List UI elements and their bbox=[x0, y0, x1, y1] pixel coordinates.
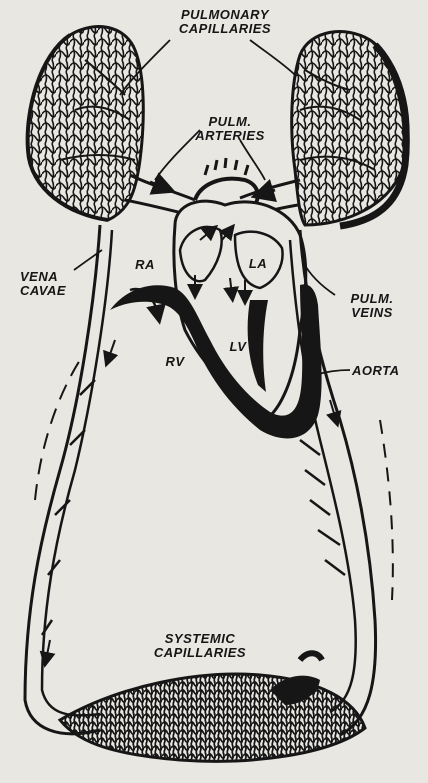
label-pulmonary-capillaries-line2: CAPILLARIES bbox=[150, 22, 300, 36]
label-systemic-capillaries-line2: CAPILLARIES bbox=[125, 646, 275, 660]
label-systemic-capillaries: SYSTEMIC CAPILLARIES bbox=[125, 632, 275, 660]
label-vena-cavae: VENA CAVAE bbox=[20, 270, 100, 298]
systemic-capillary-bed bbox=[60, 653, 365, 761]
label-lv: LV bbox=[218, 340, 258, 354]
label-pulm-veins-line2: VEINS bbox=[332, 306, 412, 320]
label-la: LA bbox=[238, 257, 278, 271]
label-vena-cavae-line2: CAVAE bbox=[20, 284, 100, 298]
label-pulm-veins: PULM. VEINS bbox=[332, 292, 412, 320]
label-pulmonary-capillaries: PULMONARY CAPILLARIES bbox=[150, 8, 300, 36]
label-pulm-arteries-line1: PULM. bbox=[175, 115, 285, 129]
right-lung bbox=[292, 32, 408, 226]
label-vena-cavae-line1: VENA bbox=[20, 270, 100, 284]
heart bbox=[110, 201, 322, 438]
label-pulm-veins-line1: PULM. bbox=[332, 292, 412, 306]
left-lung bbox=[28, 27, 144, 220]
label-pulmonary-capillaries-line1: PULMONARY bbox=[150, 8, 300, 22]
label-pulm-arteries: PULM. ARTERIES bbox=[175, 115, 285, 143]
label-pulm-arteries-line2: ARTERIES bbox=[175, 129, 285, 143]
label-systemic-capillaries-line1: SYSTEMIC bbox=[125, 632, 275, 646]
label-rv: RV bbox=[155, 355, 195, 369]
label-aorta: AORTA bbox=[352, 364, 422, 378]
label-ra: RA bbox=[125, 258, 165, 272]
